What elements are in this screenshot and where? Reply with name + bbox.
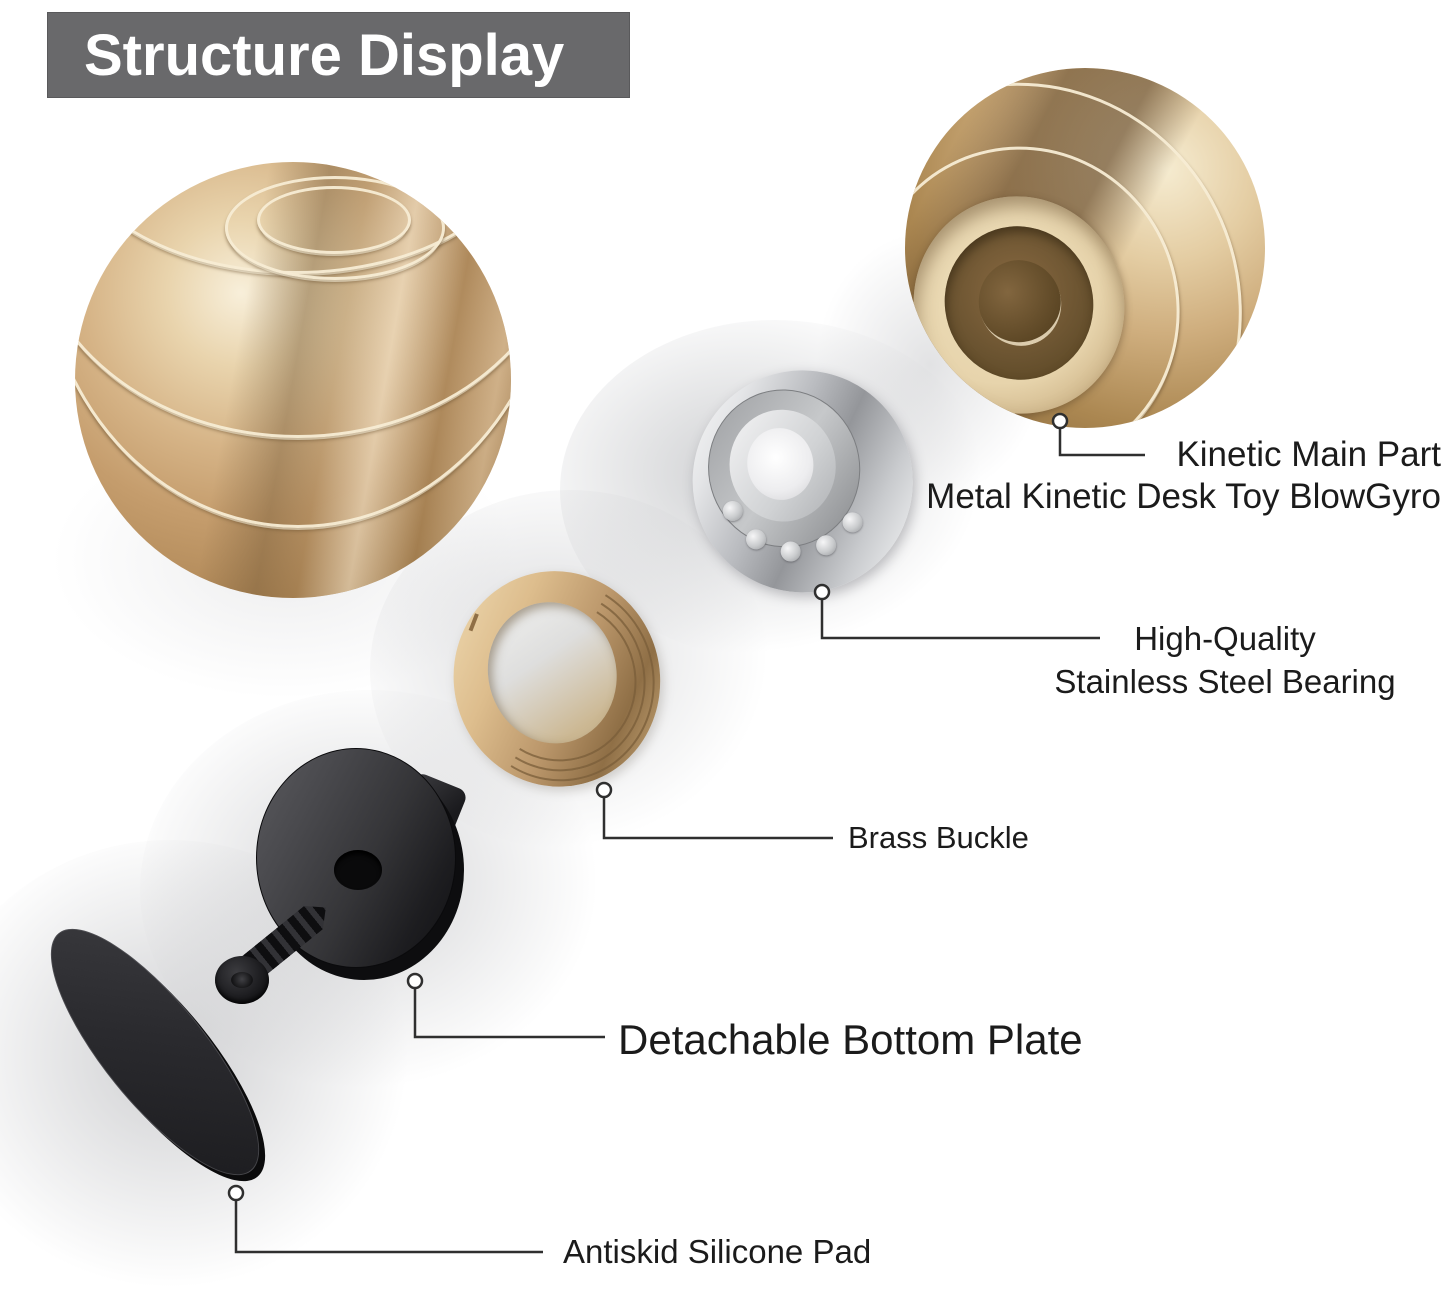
plate-center-hole <box>334 850 382 890</box>
label-bearing: High-Quality Stainless Steel Bearing <box>1020 617 1430 703</box>
label-line: High-Quality <box>1134 620 1316 657</box>
label-line: Kinetic Main Part <box>1176 435 1441 474</box>
ball-groove <box>75 162 511 528</box>
antiskid-silicone-pad <box>0 890 330 1220</box>
leader-line-plate <box>413 988 605 1039</box>
screw <box>205 872 365 1022</box>
label-line: Detachable Bottom Plate <box>618 1016 1083 1063</box>
screw-head-slot <box>231 972 253 988</box>
label-bottom-plate: Detachable Bottom Plate <box>618 1017 1083 1063</box>
kinetic-main-part-ball <box>905 68 1265 428</box>
label-kinetic-main-part: Kinetic Main Part Metal Kinetic Desk Toy… <box>926 434 1441 518</box>
label-line: Brass Buckle <box>848 820 1029 855</box>
leader-line-buckle <box>602 797 833 840</box>
label-silicone-pad: Antiskid Silicone Pad <box>563 1233 871 1271</box>
steel-bearing <box>675 352 935 613</box>
label-line: Antiskid Silicone Pad <box>563 1233 872 1270</box>
pad-top-face <box>19 901 291 1203</box>
ball-top-groove <box>225 176 445 280</box>
page-title: Structure Display <box>84 22 565 88</box>
title-banner: Structure Display <box>47 12 630 98</box>
assembled-kinetic-ball <box>75 162 511 598</box>
ball-top-groove <box>257 186 411 254</box>
label-brass-buckle: Brass Buckle <box>848 820 1029 856</box>
label-line: Stainless Steel Bearing <box>1054 663 1396 700</box>
label-line: Metal Kinetic Desk Toy BlowGyro <box>926 477 1441 516</box>
